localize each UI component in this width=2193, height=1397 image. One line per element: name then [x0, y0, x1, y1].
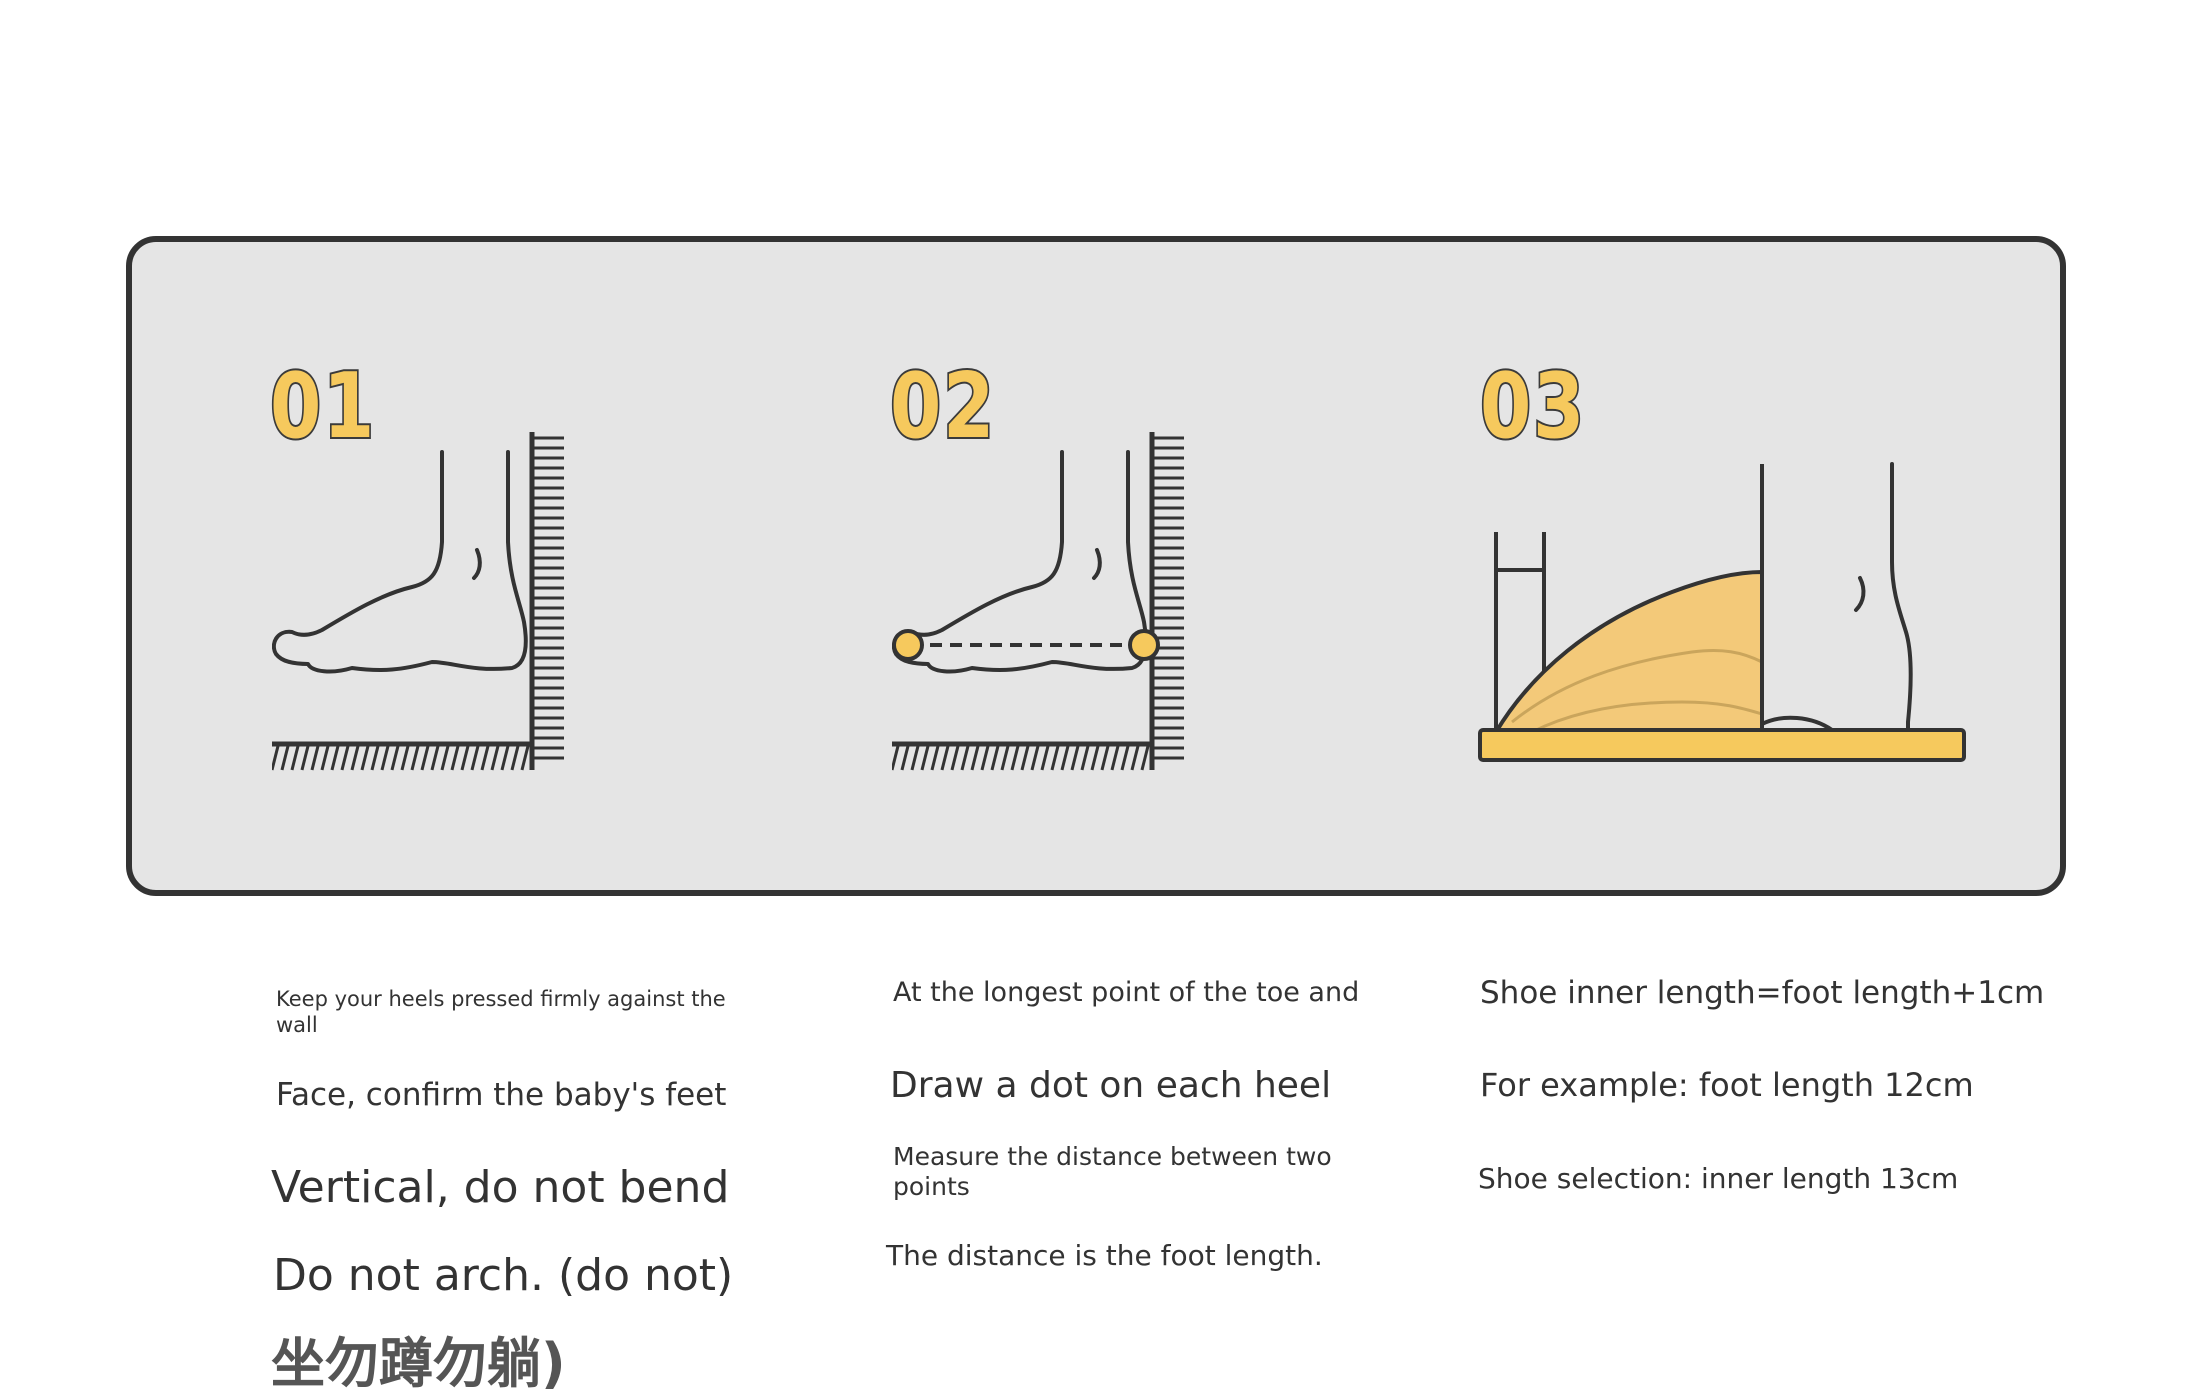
step-02-line-1: At the longest point of the toe and	[893, 977, 1360, 1008]
step-02-line-3: Measure the distance between two points	[893, 1142, 1332, 1201]
step-01-line-3: Vertical, do not bend	[271, 1162, 730, 1213]
step-02-line-2: Draw a dot on each heel	[890, 1065, 1332, 1106]
step-01-line-1: Keep your heels pressed firmly against t…	[276, 987, 726, 1037]
step-number-02: 02	[888, 354, 996, 459]
foot-against-wall-icon	[272, 432, 602, 792]
instruction-panel: 01	[126, 236, 2066, 896]
step-03-line-3: Shoe selection: inner length 13cm	[1478, 1162, 1959, 1195]
step-number-01: 01	[268, 354, 376, 459]
step-02-line-4: The distance is the foot length.	[886, 1239, 1323, 1272]
step-01-line-4: Do not arch. (do not)	[273, 1250, 734, 1301]
step-03-line-1: Shoe inner length=foot length+1cm	[1480, 975, 2045, 1011]
step-number-03: 03	[1478, 354, 1586, 459]
step-01-line-2: Face, confirm the baby's feet	[276, 1077, 727, 1113]
step-01-line-5: 坐勿蹲勿躺)	[271, 1332, 566, 1395]
shoe-size-comparison-icon	[1472, 452, 1972, 782]
step-03-line-2: For example: foot length 12cm	[1480, 1066, 1974, 1104]
foot-measure-dots-icon	[892, 432, 1222, 792]
